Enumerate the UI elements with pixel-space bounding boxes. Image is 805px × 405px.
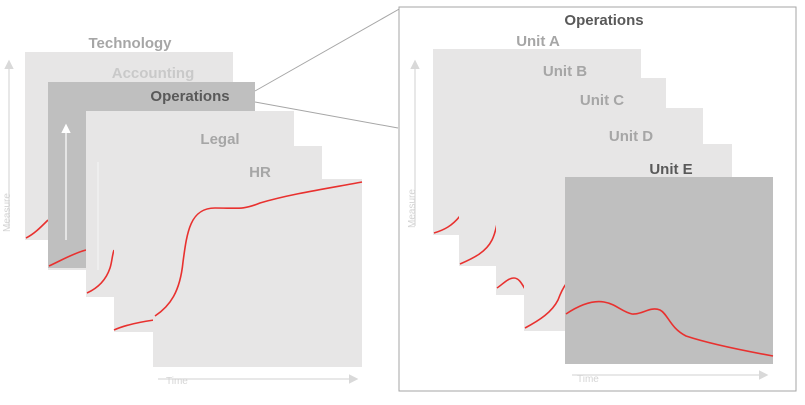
x-axis-label: Time [166, 376, 188, 387]
layer-label-unit-c: Unit C [579, 92, 625, 109]
x-axis-label: Time [577, 374, 599, 385]
curve-operations [48, 249, 87, 267]
curve-unit-c [496, 277, 526, 290]
layer-label-unit-e: Unit E [649, 161, 693, 178]
left-stack [4, 52, 363, 384]
layer-unit-e[interactable] [565, 177, 773, 364]
curve-unit-e [565, 300, 774, 357]
layer-label-hr: HR [249, 164, 271, 181]
zoom-line-bottom [254, 101, 399, 129]
y-axis-label: Measure [2, 193, 13, 232]
zoom-title: Operations [564, 12, 644, 29]
layer-label-accounting: Accounting [111, 65, 195, 82]
curve-unit-d [524, 283, 567, 329]
curve-legal [86, 249, 115, 294]
y-axis-label: Measure [407, 189, 418, 228]
layer-label-legal: Legal [200, 131, 240, 148]
curve-technology [25, 219, 49, 239]
layer-label-technology: Technology [88, 35, 172, 52]
zoom-line-top [254, 7, 402, 92]
layer-label-unit-a: Unit A [516, 33, 560, 50]
right-panel [398, 6, 797, 392]
layer-label-unit-b: Unit B [542, 63, 588, 80]
layer-label-unit-d: Unit D [608, 128, 654, 145]
layer-label-operations: Operations [150, 88, 230, 105]
curve-unit-a [433, 215, 461, 234]
curve-front [154, 181, 363, 317]
layer-front[interactable] [153, 179, 362, 367]
curve-hr-back [113, 319, 155, 331]
